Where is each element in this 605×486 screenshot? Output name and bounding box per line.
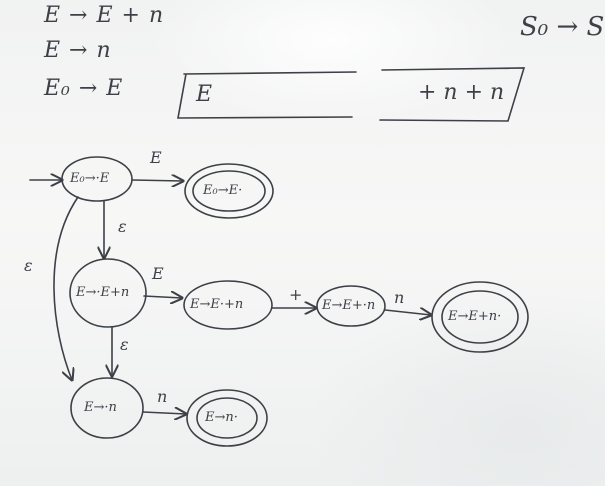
tape-left-box <box>177 71 357 119</box>
edge-s0-s1 <box>131 180 183 181</box>
edge-label-s3-s4: + <box>289 285 303 304</box>
grammar-rule-3: E₀ → E <box>44 76 124 101</box>
edge-s4-s5 <box>384 310 431 315</box>
state-s0 <box>61 156 133 202</box>
edge-label-s4-s5: n <box>394 288 405 307</box>
tape-right-text: + n + n <box>418 80 505 105</box>
state-label-s5: E→E+n· <box>448 309 502 324</box>
state-label-s2: E→·E+n <box>76 285 130 300</box>
edge-s6-s7 <box>142 412 186 414</box>
edge-label-s2-s6: ε <box>120 335 129 354</box>
edge-label-s0-s2: ε <box>118 217 127 236</box>
edge-s0-s6 <box>53 196 79 380</box>
edge-s2-s3 <box>143 296 182 298</box>
state-s1-inner <box>192 170 266 212</box>
state-label-s3: E→E·+n <box>190 297 244 312</box>
state-s1-outer <box>184 163 274 219</box>
edge-label-s0-s1: E <box>150 148 162 167</box>
edge-label-s6-s7: n <box>157 387 168 406</box>
augmented-start-rule: S₀ → S <box>520 12 605 42</box>
state-label-s7: E→n· <box>205 410 238 425</box>
state-label-s1: E₀→E· <box>203 183 243 198</box>
grammar-rule-1: E → E + n <box>44 3 165 28</box>
state-s5-inner <box>441 290 519 344</box>
state-label-s0: E₀→·E <box>70 171 110 186</box>
tape-right-box <box>379 67 526 122</box>
state-s3 <box>183 280 273 330</box>
state-label-s4: E→E+·n <box>322 298 376 313</box>
state-s6 <box>70 377 144 439</box>
edge-label-s0-s6: ε <box>24 256 33 275</box>
grammar-rule-2: E → n <box>44 38 112 63</box>
edge-label-s2-s3: E <box>152 264 164 283</box>
tape-left-text: E <box>196 82 213 107</box>
state-s7-inner <box>196 397 258 439</box>
state-label-s6: E→·n <box>84 400 117 415</box>
